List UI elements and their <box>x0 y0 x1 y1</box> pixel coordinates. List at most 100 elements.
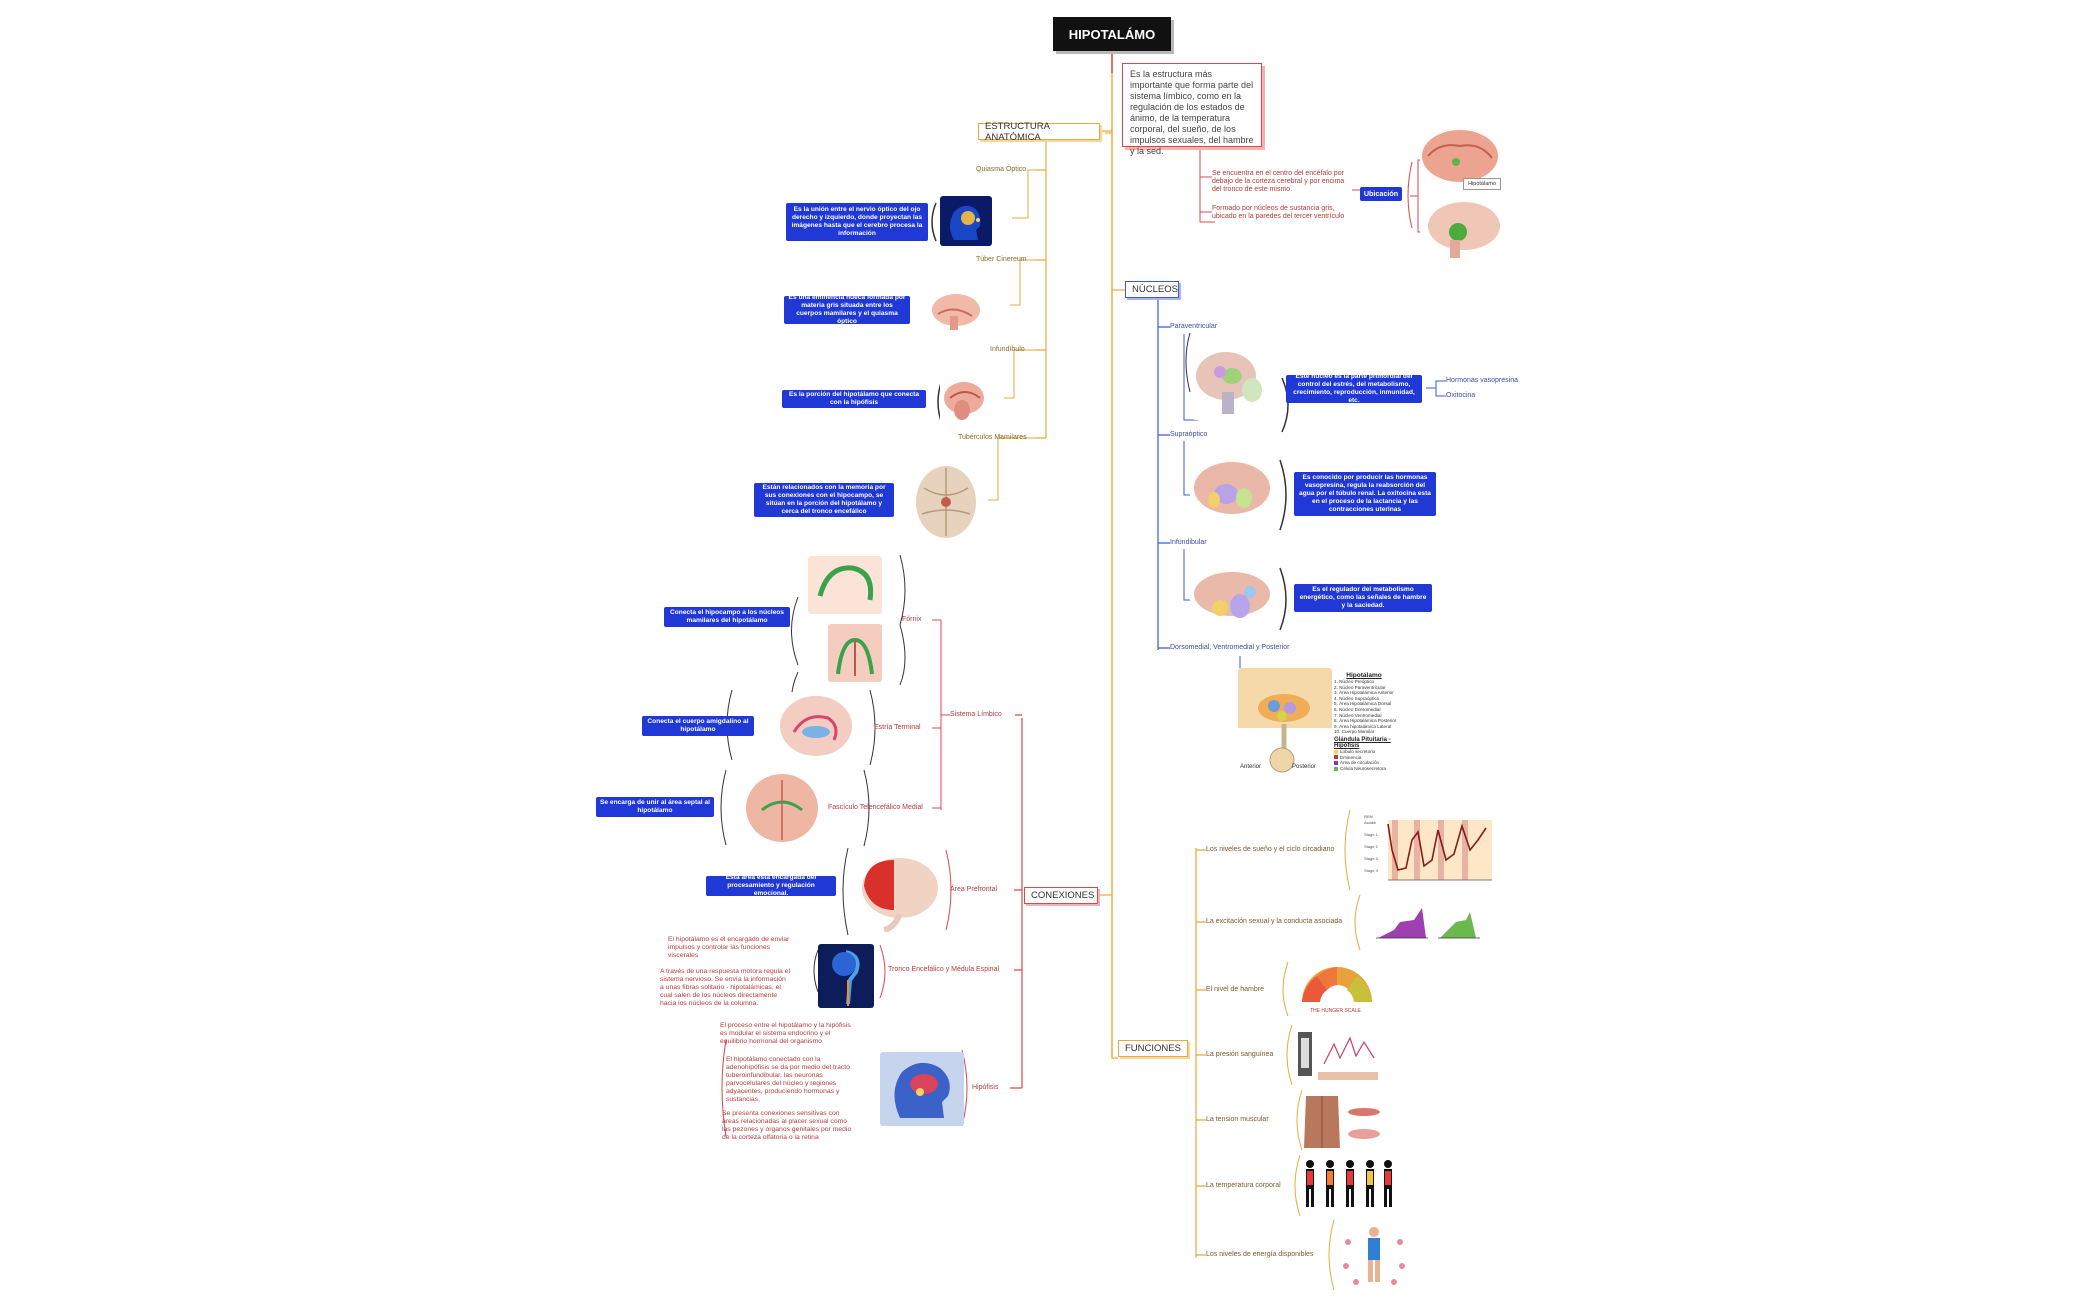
label-fornix: Fórnix <box>902 616 922 623</box>
legend-item: 7. Núcleo Ventromedial <box>1334 712 1382 718</box>
legend-item: 6. Núcleo Dorsomedial <box>1334 706 1381 712</box>
legend-sub-text: Área de circulación <box>1340 760 1380 766</box>
label-area-prefrontal: Área Prefrontal <box>950 886 998 893</box>
sleep-label-stage2: Stage 2 <box>1364 844 1379 849</box>
estria-image <box>776 692 856 762</box>
arousal-chart <box>1370 898 1490 946</box>
legend-sub-item: Eminencia <box>1334 755 1394 761</box>
legend-swatch <box>1334 766 1338 771</box>
funcion-sueno: Los niveles de sueño y el ciclo circadia… <box>1206 846 1335 853</box>
brain-location-2-image <box>1420 198 1502 262</box>
legend-item: 4. Núcleo Supraóptico <box>1334 695 1380 701</box>
note-area-prefrontal: Esta área esta encargada del procesamien… <box>706 874 836 897</box>
label-tuberculos: Tubérculos Mamilares <box>958 434 1027 441</box>
sleep-cycle-chart: Awake Stage 1 Stage 2 Stage 3 Stage 4 RE… <box>1362 810 1498 896</box>
root-topic[interactable]: HIPOTALÁMO <box>1053 17 1171 51</box>
label-hormona-vasopresina: Hormonas vasopresina <box>1446 377 1518 384</box>
sleep-label-stage3: Stage 3 <box>1364 856 1379 861</box>
ubicacion-label[interactable]: Ubicación <box>1360 187 1402 201</box>
legend-sub-text: Lobulo secretorio <box>1340 748 1376 754</box>
legend-swatch <box>1334 749 1338 754</box>
legend-title: Hipotálamo <box>1346 672 1382 679</box>
sleep-label-rem: REM <box>1364 814 1373 819</box>
label-quiasma: Quiasma Óptico <box>976 166 1027 173</box>
legend-item: 2. Núcleo Paraventricular <box>1334 684 1386 690</box>
hunger-scale-gauge <box>1292 962 1382 1012</box>
blood-pressure-image <box>1294 1028 1384 1084</box>
fasciculo-image <box>742 770 822 846</box>
legend-swatch <box>1334 755 1338 760</box>
fornix-2-image <box>828 624 882 682</box>
legend-item: 10. Cuerpo Mamilar <box>1334 729 1375 735</box>
estructura-topic[interactable]: ESTRUCTURA ANATÓMICA <box>978 121 1100 143</box>
tag-posterior: Posterior <box>1292 764 1317 770</box>
hipofisis-text-1: El proceso entre el hipotálamo y la hipó… <box>720 1022 851 1045</box>
prefrontal-image <box>854 852 940 932</box>
legend-sub-text: Célula Neurosecretora <box>1340 765 1386 771</box>
energy-levels-image <box>1338 1222 1410 1292</box>
note-tuber: Es una eminencia hueca formada por mater… <box>784 294 910 325</box>
label-tuber: Túber Cinereum <box>976 256 1027 263</box>
legend-item: 3. Área Hipotalámica Anterior <box>1334 690 1394 696</box>
label-estria: Estría Terminal <box>874 724 921 731</box>
hipofisis-text-2: El hipotálamo conectado con la adenohipó… <box>726 1056 850 1103</box>
legend-item: 9. Área hipotalámica Lateral <box>1334 723 1392 729</box>
label-tronco: Tronco Encefálico y Médula Espinal <box>888 966 1000 973</box>
ubicacion-text-2: Formado por núcleos de sustancia gris, u… <box>1212 205 1345 220</box>
label-hipofisis: Hipófisis <box>972 1084 999 1091</box>
legend-swatch <box>1334 760 1338 765</box>
brain-sagittal-image <box>930 286 982 336</box>
note-supraoptico: Es conocido por producir las hormonas va… <box>1294 472 1436 516</box>
sleep-label-awake: Awake <box>1364 820 1377 825</box>
legend-item: 8. Área Hipotalámica Posterior <box>1334 718 1397 724</box>
label-dorsomedial: Dorsomedial, Ventromedial y Posterior <box>1170 644 1290 651</box>
brain-base-image <box>910 462 982 540</box>
fornix-image <box>808 556 882 614</box>
muscle-tension-image <box>1302 1090 1388 1150</box>
funcion-temperatura: La temperatura corporal <box>1206 1182 1281 1189</box>
ubicacion-text-1: Se encuentra en el centro del encéfalo p… <box>1212 170 1345 193</box>
funciones-topic[interactable]: FUNCIONES <box>1118 1040 1188 1057</box>
head-optic-image <box>940 196 992 246</box>
note-tuberculos: Están relacionados con la memoria por su… <box>754 483 894 517</box>
funcion-hambre: El nivel de hambre <box>1206 986 1264 993</box>
nucleus-paraventricular-image <box>1192 346 1272 420</box>
note-infundibulo: Es la porción del hipotálamo que conecta… <box>782 390 926 408</box>
funcion-excitacion: La excitación sexual y la conducta asoci… <box>1206 918 1343 925</box>
nucleus-infundibular-image <box>1190 566 1274 632</box>
funcion-energia: Los niveles de energía disponibles <box>1206 1251 1314 1258</box>
label-fasciculo: Fascículo Telencefálico Medial <box>828 804 923 811</box>
hunger-scale-label: THE HUNGER SCALE <box>1310 1008 1361 1014</box>
legend-sub-title: Glándula Pituitaria - Hipófisis <box>1334 736 1391 749</box>
legend-sub-item: Lobulo secretorio <box>1334 749 1394 755</box>
hipofisis-text-3: Se presenta conexiones sensitivas con ár… <box>722 1110 852 1141</box>
tronco-text-2: A través de una respuesta motora regula … <box>660 968 790 1007</box>
sleep-label-stage4: Stage 4 <box>1364 868 1379 873</box>
label-sistema-limbico: Sistema Límbico <box>950 711 1002 718</box>
legend-item: 1. Núcleo Preóptico <box>1334 679 1375 684</box>
note-fasciculo: Se encarga de unir al área septal al hip… <box>596 797 714 817</box>
legend-sub-item: Célula Neurosecretora <box>1334 766 1394 772</box>
label-supraoptico: Supraóptico <box>1170 431 1208 438</box>
hypothalamus-diagram-image <box>1238 668 1332 776</box>
note-paraventricular: Este núcleo es la parte primordial del c… <box>1286 373 1422 404</box>
nucleos-topic[interactable]: NÚCLEOS <box>1125 281 1179 298</box>
note-estria: Conecta el cuerpo amigdalino al hipotála… <box>642 716 754 736</box>
note-infundibular: Es el regulador del metabolismo energéti… <box>1294 584 1432 612</box>
tag-anterior: Anterior <box>1240 764 1262 770</box>
label-infundibular: Infundibular <box>1170 539 1207 546</box>
label-infundibulo: Infundíbulo <box>990 346 1025 353</box>
legend-item: 5. Área Hipotalámica Dorsal <box>1334 701 1392 707</box>
legend-sub-item: Área de circulación <box>1334 760 1394 766</box>
body-temperature-image <box>1300 1156 1396 1212</box>
definition-box: Es la estructura más importante que form… <box>1122 63 1262 156</box>
ubicacion-image-tag: Hipotálamo <box>1463 178 1501 190</box>
nucleus-supraoptico-image <box>1190 458 1272 528</box>
conexiones-topic[interactable]: CONEXIONES <box>1024 887 1098 904</box>
note-fornix: Conecta el hipocampo a los núcleos mamil… <box>664 607 790 627</box>
